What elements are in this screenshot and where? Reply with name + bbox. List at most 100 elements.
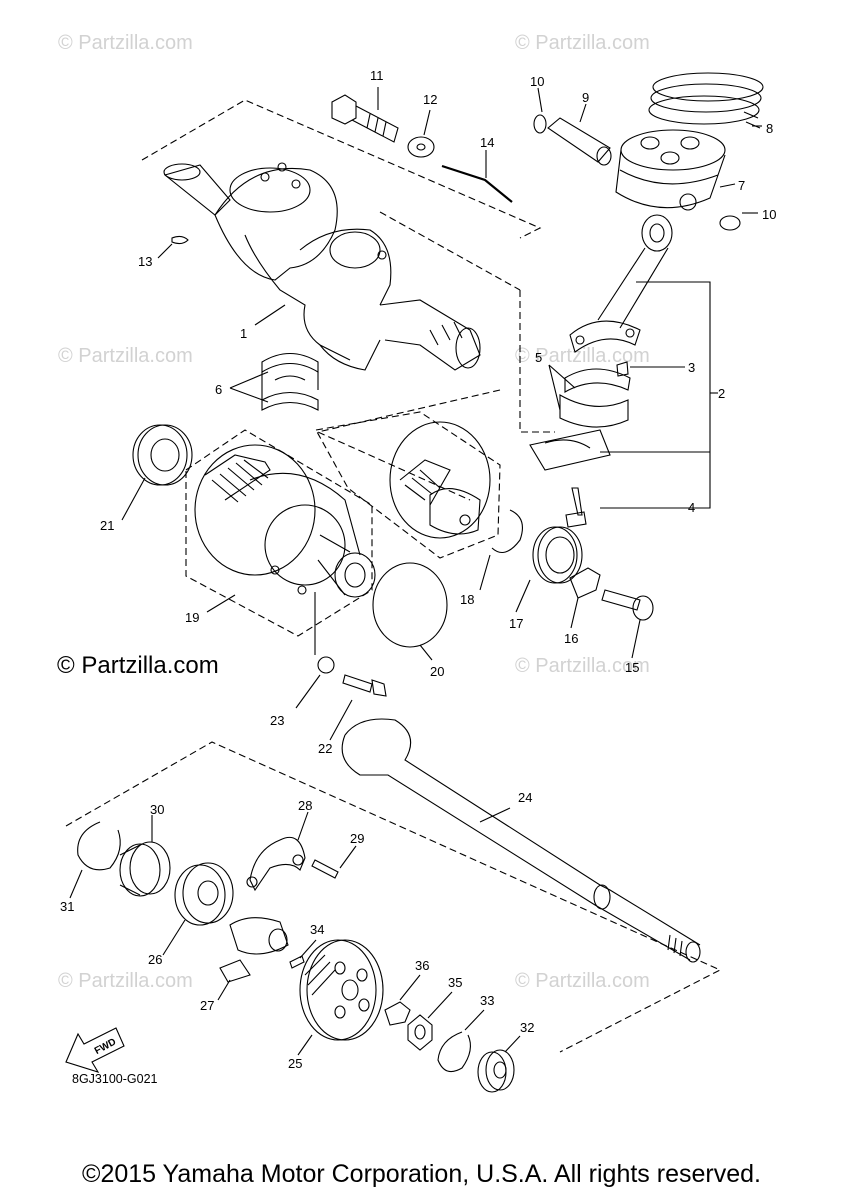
callout-labels: 1 2 3 4 5 6 7 8 9 10 10 11 12 13 14 15 1… <box>60 68 776 1071</box>
callout-22: 22 <box>318 741 332 756</box>
leader-line <box>548 364 561 411</box>
watermark: © Partzilla.com <box>58 32 193 54</box>
leader-line <box>479 807 511 823</box>
connecting-rod-part <box>569 214 673 353</box>
watermark: © Partzilla.com <box>515 970 650 992</box>
leader-line <box>504 1035 521 1053</box>
callout-16: 16 <box>564 631 578 646</box>
leader-line <box>297 811 309 841</box>
leader-line <box>548 364 576 389</box>
leader-line <box>631 619 641 659</box>
leader-line <box>229 387 269 403</box>
leader-line <box>537 87 543 113</box>
callout-15: 15 <box>625 660 639 675</box>
piston-rings-part <box>648 72 764 129</box>
rod-cap-part <box>529 429 611 471</box>
callout-36: 36 <box>415 958 429 973</box>
lock-washer-part <box>384 1001 411 1026</box>
watermark: © Partzilla.com <box>58 970 193 992</box>
fwd-arrow-icon <box>65 1027 125 1073</box>
leader-line <box>399 974 421 1001</box>
callout-5: 5 <box>535 350 542 365</box>
crank-bolt-part <box>331 94 399 143</box>
flange-bolt-part <box>601 589 654 621</box>
weight-part <box>219 917 289 983</box>
callout-35: 35 <box>448 975 462 990</box>
callout-33: 33 <box>480 993 494 1008</box>
leader-line <box>157 243 173 259</box>
callout-18: 18 <box>460 592 474 607</box>
callout-28: 28 <box>298 798 312 813</box>
balancer-gear-outline <box>185 411 501 637</box>
pin-part <box>441 164 513 203</box>
callout-10: 10 <box>530 74 544 89</box>
leader-line <box>515 579 531 613</box>
callout-24: 24 <box>518 790 532 805</box>
leader-line <box>719 183 736 188</box>
crank-bearing-part <box>261 352 319 411</box>
rod-bearing-part <box>559 368 631 428</box>
callout-27: 27 <box>200 998 214 1013</box>
callout-25: 25 <box>288 1056 302 1071</box>
clip-part <box>719 215 741 231</box>
oil-seal-part <box>132 424 193 486</box>
callout-13: 13 <box>138 254 152 269</box>
callout-11: 11 <box>370 68 384 83</box>
callout-29: 29 <box>350 831 364 846</box>
callout-10: 10 <box>762 207 776 222</box>
nut-part <box>407 1014 433 1051</box>
callout-3: 3 <box>688 360 695 375</box>
callout-23: 23 <box>270 713 284 728</box>
washer-part <box>317 656 335 674</box>
leader-line <box>297 1034 313 1056</box>
callout-1: 1 <box>240 326 247 341</box>
diagram-code: 8GJ3100-G021 <box>72 1072 158 1086</box>
leader-line <box>295 674 321 709</box>
key-part <box>171 235 189 245</box>
callout-30: 30 <box>150 802 164 817</box>
callout-32: 32 <box>520 1020 534 1035</box>
ball-bearing-part <box>477 1049 515 1093</box>
bolt-part <box>342 674 387 697</box>
plate-part <box>249 836 306 892</box>
callout-21: 21 <box>100 518 114 533</box>
leader-line <box>162 919 186 956</box>
leader-line <box>479 554 491 591</box>
leader-line <box>69 869 83 899</box>
circlip-part <box>77 821 121 871</box>
callout-2: 2 <box>718 386 725 401</box>
callout-9: 9 <box>582 90 589 105</box>
leader-line <box>217 979 231 1001</box>
callout-12: 12 <box>423 92 437 107</box>
washer-part <box>407 136 435 158</box>
leader-line <box>427 991 453 1019</box>
callout-34: 34 <box>310 922 324 937</box>
watermark: © Partzilla.com <box>515 655 650 677</box>
leader-line <box>423 109 431 136</box>
fwd-label: FWD <box>93 1037 118 1057</box>
copyright-notice: ©2015 Yamaha Motor Corporation, U.S.A. A… <box>82 1160 761 1188</box>
leader-line <box>121 477 146 521</box>
leader-line <box>339 845 357 869</box>
needle-bearing-part <box>119 841 171 897</box>
brand-text: © Partzilla.com <box>57 652 219 679</box>
leader-line <box>299 939 317 959</box>
callout-20: 20 <box>430 664 444 679</box>
lock-washer-part <box>569 567 601 599</box>
rod-bolt-part <box>571 487 583 516</box>
callout-14: 14 <box>480 135 494 150</box>
dowel-pin-part <box>616 361 629 377</box>
o-ring-part <box>372 562 448 648</box>
leader-line <box>570 597 579 629</box>
watermark: © Partzilla.com <box>58 345 193 367</box>
balancer-gear-part <box>194 444 376 598</box>
piston-pin-part <box>547 117 612 166</box>
balancer-gear-part <box>299 939 384 1041</box>
callout-8: 8 <box>766 121 773 136</box>
callout-6: 6 <box>215 382 222 397</box>
screw-part <box>311 859 339 879</box>
callout-17: 17 <box>509 616 523 631</box>
leader-line <box>579 103 587 123</box>
key-part <box>289 955 305 969</box>
